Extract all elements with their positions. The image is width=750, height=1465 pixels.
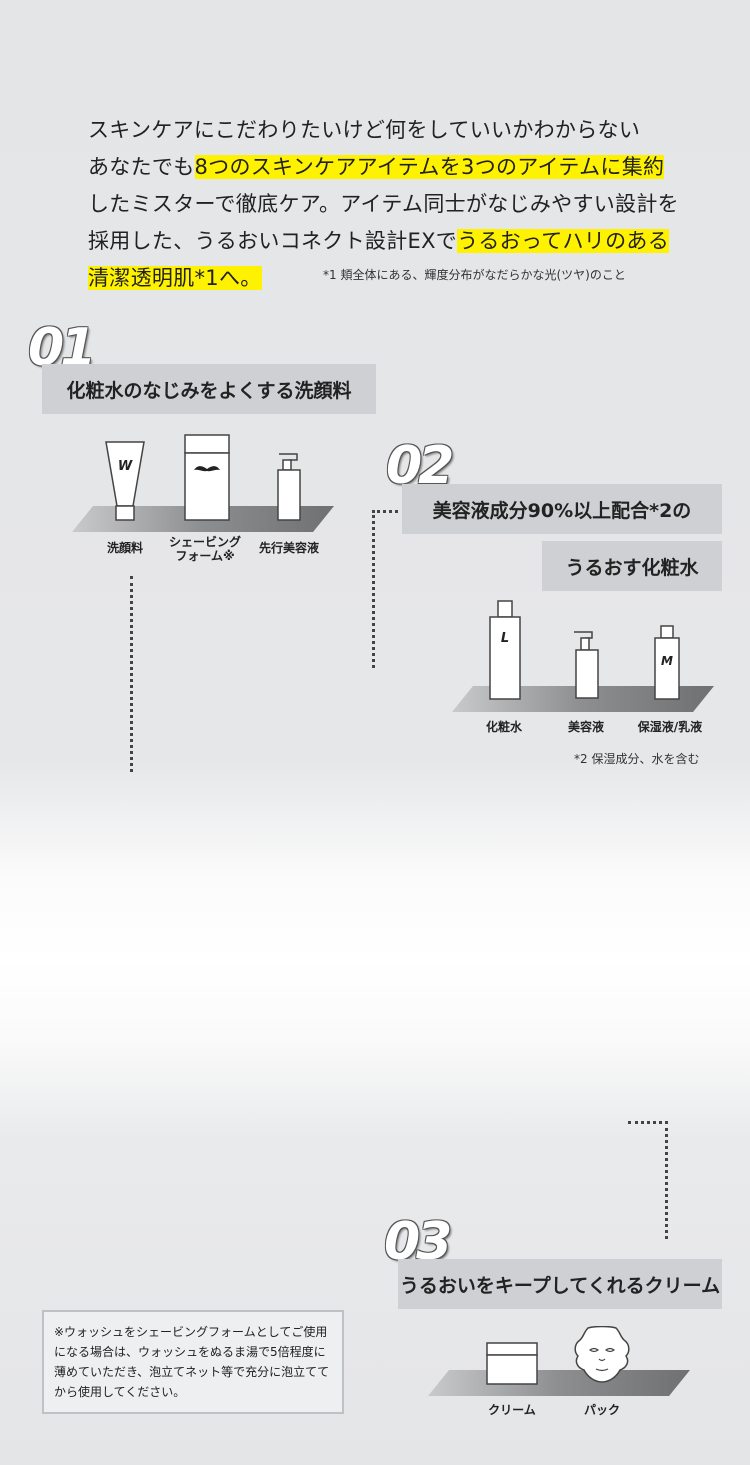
dotted-connector xyxy=(665,1121,668,1239)
bottle-letter: L xyxy=(501,631,509,646)
tube-letter: W xyxy=(118,459,133,474)
caption-shaving-foam: シェービング フォーム※ xyxy=(168,535,241,563)
intro-line-1: スキンケアにこだわりたいけど何をしていいかわからない xyxy=(88,118,641,142)
highlight-text: 8つのスキンケアアイテムを3つのアイテムに集約 xyxy=(194,155,665,179)
moisturizer-bottle-icon: M xyxy=(654,625,680,700)
dotted-connector xyxy=(372,510,398,513)
intro-text: スキンケアにこだわりたいけど何をしていいかわからない あなたでも8つのスキンケア… xyxy=(88,112,688,297)
step2-label-line2: うるおす化粧水 xyxy=(542,541,722,591)
dotted-connector xyxy=(130,576,133,772)
cream-jar-icon xyxy=(486,1342,538,1385)
serum-pump-icon xyxy=(574,631,599,699)
face-mask-icon xyxy=(574,1326,630,1383)
caption-serum: 美容液 xyxy=(567,720,604,734)
intro-line-5: 清潔透明肌*1へ。 xyxy=(88,260,688,297)
usage-note-box: ※ウォッシュをシェービングフォームとしてご使用になる場合は、ウォッシュをぬるま湯… xyxy=(42,1310,344,1414)
dotted-connector xyxy=(628,1121,668,1124)
step3-shelf xyxy=(428,1370,690,1396)
caption-moisturizer: 保湿液/乳液 xyxy=(637,720,703,734)
dotted-connector xyxy=(372,510,375,668)
mustache-icon xyxy=(194,466,220,472)
footnote-2: *2 保湿成分、水を含む xyxy=(574,752,700,766)
caption-pre-serum: 先行美容液 xyxy=(258,541,319,555)
pre-serum-pump-icon xyxy=(277,453,301,521)
intro-line-3: したミスターで徹底ケア。アイテム同士がなじみやすい設計を xyxy=(88,192,679,216)
step3-label: うるおいをキープしてくれるクリーム xyxy=(398,1259,722,1309)
caption-pack: パック xyxy=(583,1403,620,1417)
shaving-foam-can-icon xyxy=(184,434,230,521)
step1-label: 化粧水のなじみをよくする洗顔料 xyxy=(42,364,376,414)
caption-toner: 化粧水 xyxy=(485,720,522,734)
toner-bottle-icon: L xyxy=(489,600,521,700)
intro-line-2: あなたでも8つのスキンケアアイテムを3つのアイテムに集約 xyxy=(88,155,665,179)
intro-line-4: 採用した、うるおいコネクト設計EXでうるおってハリのある xyxy=(88,229,670,253)
caption-cream: クリーム xyxy=(488,1403,536,1417)
bottle-letter: M xyxy=(661,654,673,668)
highlight-text: 清潔透明肌*1へ。 xyxy=(88,266,262,290)
step2-label-line1: 美容液成分90%以上配合*2の xyxy=(402,484,722,534)
highlight-text: うるおってハリのある xyxy=(457,229,670,253)
step-number-02: 02 xyxy=(386,436,454,496)
footnote-1: *1 頬全体にある、輝度分布がなだらかな光(ツヤ)のこと xyxy=(323,268,626,282)
face-wash-tube-icon: W xyxy=(105,441,145,521)
caption-face-wash: 洗顔料 xyxy=(106,541,143,555)
